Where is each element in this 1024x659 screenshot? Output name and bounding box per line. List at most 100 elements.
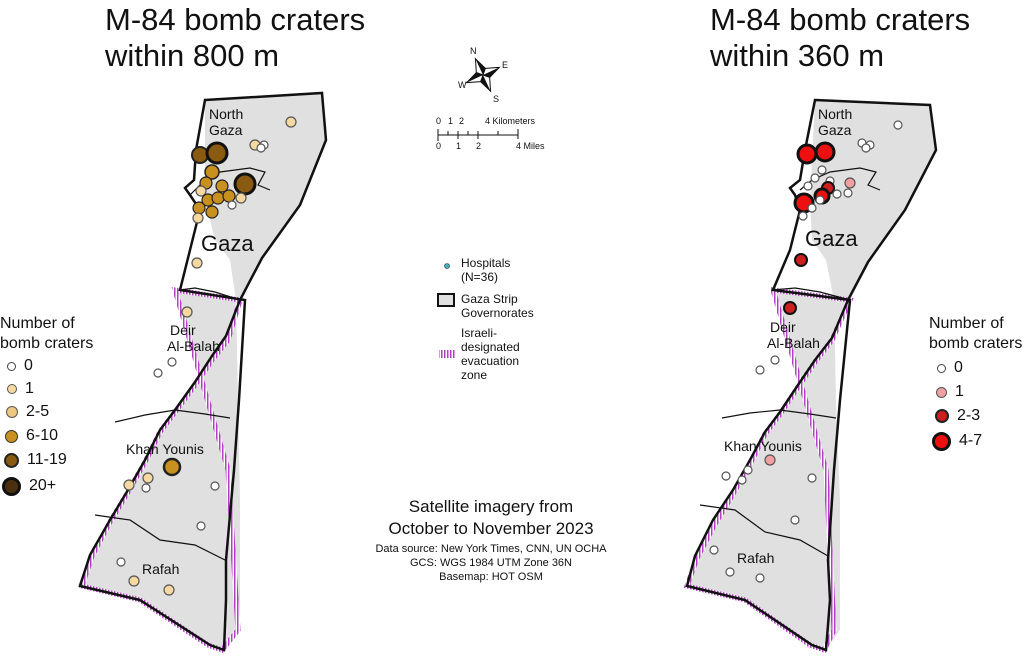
imagery-note-line: Satellite imagery from: [408, 497, 574, 516]
hospital-point: [737, 475, 747, 485]
hospital-point: [807, 473, 817, 483]
legend-title-line: Number of: [0, 315, 75, 332]
right-boundary-rafah: [699, 504, 829, 557]
legend-circle-icon: [7, 384, 17, 394]
right-hospital-points: [709, 120, 903, 583]
legend-title-line: bomb craters: [0, 335, 94, 352]
left-legend-item: 20+: [2, 475, 56, 497]
left-title-line1: M-84 bomb craters: [105, 2, 366, 37]
legend-circle-icon: [5, 429, 18, 443]
left-title-line2: within 800 m: [105, 38, 280, 73]
legend-label: zone: [461, 368, 488, 382]
region-label: Gaza: [209, 122, 243, 138]
legend-label: Governorates: [461, 306, 534, 320]
legend-label: Hospitals: [461, 256, 511, 270]
hospital-point: [196, 521, 206, 531]
scale-km-2: 2: [459, 116, 465, 126]
legend-label: 11-19: [27, 451, 67, 468]
hospital-point: [191, 146, 209, 164]
hospital-point: [141, 483, 151, 493]
hospital-point: [843, 188, 853, 198]
right-legend-title: Number of bomb craters: [929, 314, 1022, 354]
right-map: [683, 98, 938, 654]
hospital-point: [815, 195, 825, 205]
region-label: Al-Balah: [167, 338, 220, 354]
legend-title-line: bomb craters: [929, 335, 1023, 352]
region-label: North: [818, 106, 853, 122]
legend-label: 6-10: [26, 427, 59, 444]
legend-circle-icon: [4, 452, 19, 468]
legend-label: designated: [461, 340, 520, 354]
region-label: Deir: [170, 322, 196, 338]
hospital-point: [803, 181, 813, 191]
legend-label: Gaza Strip: [461, 292, 518, 306]
imagery-note: Satellite imagery from October to Novemb…: [360, 496, 622, 540]
left-map: [78, 91, 328, 653]
scale-mi-0: 0: [436, 141, 442, 151]
gcs-note: GCS: WGS 1984 UTM Zone 36N: [410, 557, 572, 569]
legend-label: 2-3: [957, 407, 981, 424]
left-legend-item: 11-19: [4, 449, 67, 471]
imagery-note-line: October to November 2023: [388, 519, 594, 538]
hospital-point: [235, 192, 247, 204]
hospital-point: [153, 368, 163, 378]
hospital-point: [191, 257, 203, 269]
right-title: M-84 bomb craters within 360 m: [710, 2, 970, 74]
hospital-point: [195, 185, 207, 197]
right-strip-border: [685, 98, 938, 652]
left-legend-item: 2-5: [6, 401, 49, 423]
hospital-point: [725, 567, 735, 577]
hospital-point: [755, 573, 765, 583]
legend-circle-icon: [937, 363, 946, 373]
source-block: Data source: New York Times, CNN, UN OCH…: [360, 542, 622, 584]
hospital-point: [764, 454, 776, 466]
hospital-point: [770, 355, 780, 365]
right-legend-item: 1: [936, 381, 964, 403]
hospital-point: [755, 365, 765, 375]
governorate-legend-symbol: [437, 293, 455, 307]
hospital-point: [814, 141, 836, 163]
hospital-point: [743, 465, 753, 475]
hospital-legend-label: Hospitals (N=36): [461, 256, 510, 284]
hospital-point: [817, 165, 827, 175]
region-label: Gaza: [818, 122, 852, 138]
left-region-north-gaza: North Gaza: [209, 106, 243, 138]
hospital-point: [893, 120, 903, 130]
hospital-point: [142, 472, 154, 484]
hospital-point: [204, 164, 220, 180]
governorate-legend-label: Gaza Strip Governorates: [461, 292, 534, 320]
left-boundary-rafah: [94, 514, 226, 561]
region-label: Al-Balah: [767, 335, 820, 351]
legend-title-line: Number of: [929, 315, 1004, 332]
compass-w: W: [458, 80, 467, 90]
left-title: M-84 bomb craters within 800 m: [105, 2, 365, 74]
hospital-point: [116, 557, 126, 567]
hospital-point: [205, 141, 229, 165]
hospital-point: [798, 211, 808, 221]
hospital-point: [210, 481, 220, 491]
right-boundary-deir: [772, 287, 851, 301]
right-region-rafah: Rafah: [737, 550, 775, 566]
left-region-khan-younis: Khan Younis: [126, 441, 204, 457]
hospital-point: [167, 357, 177, 367]
hospital-point: [211, 191, 225, 205]
right-legend-item: 4-7: [932, 430, 982, 452]
hospital-point: [162, 457, 182, 477]
left-boundary-khan: [114, 409, 231, 423]
hospital-point: [205, 205, 219, 219]
hospital-point: [227, 200, 237, 210]
scale-mi-4: 4 Miles: [516, 141, 545, 151]
basemap-note: Basemap: HOT OSM: [439, 571, 543, 583]
left-region-gaza: Gaza: [201, 231, 254, 256]
hospital-point: [844, 177, 856, 189]
legend-label: evacuation: [461, 354, 520, 368]
legend-label: 1: [955, 383, 964, 400]
legend-circle-icon: [935, 409, 949, 423]
hospital-legend-symbol: [444, 263, 450, 269]
right-region-gaza: Gaza: [805, 226, 858, 251]
legend-label: 0: [954, 359, 963, 376]
hospital-point: [123, 479, 135, 491]
legend-label: (N=36): [461, 270, 499, 284]
hospital-point: [832, 189, 842, 199]
